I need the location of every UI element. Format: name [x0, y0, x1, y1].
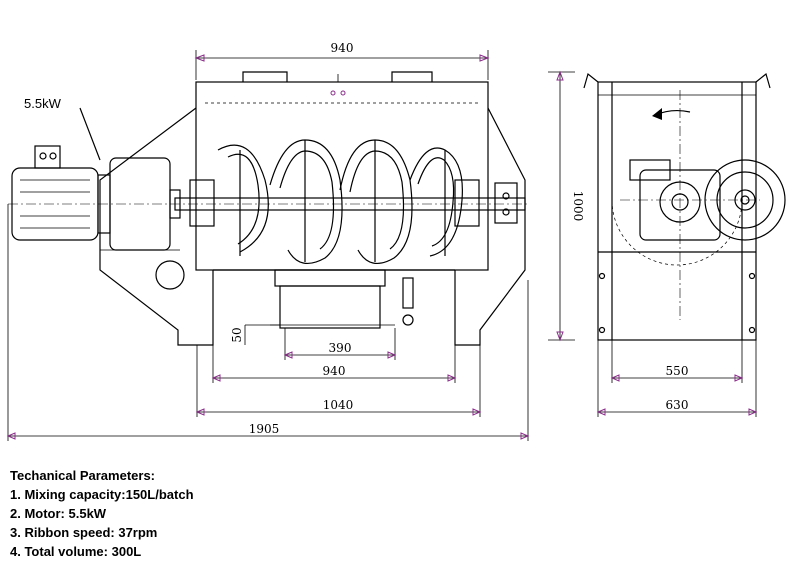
parameter-item: 2. Motor: 5.5kW — [10, 506, 107, 521]
shaft-flange — [659, 181, 701, 223]
ribbon-agitator — [217, 139, 463, 265]
inspection-lids — [242, 71, 433, 82]
parameters-heading: Techanical Parameters: — [10, 468, 155, 483]
motor — [11, 145, 181, 251]
arrowhead — [652, 108, 662, 120]
agitator-shaft — [174, 197, 526, 211]
dimension-lines — [6, 50, 758, 441]
terminal-box — [34, 145, 61, 169]
side-view — [583, 72, 786, 341]
dim-outlet-height: 50 — [230, 327, 244, 342]
parameter-item: 3. Ribbon speed: 37rpm — [10, 525, 158, 540]
parameter-item: 1. Mixing capacity:150L/batch — [10, 487, 194, 502]
dim-frame-width: 1040 — [323, 398, 354, 412]
side-body — [597, 81, 757, 341]
motor-label-leader — [79, 107, 101, 161]
discharge-outlet — [270, 269, 414, 329]
front-view: 5.5kW — [8, 71, 530, 346]
technical-parameters: Techanical Parameters: 1. Mixing capacit… — [10, 466, 194, 561]
motor-end-view — [704, 159, 786, 241]
parameter-item: 4. Total volume: 300L — [10, 544, 142, 559]
valve-handle — [402, 314, 414, 326]
trough-arc — [611, 199, 743, 266]
motor-power-label: 5.5kW — [24, 96, 62, 111]
dim-side-outer-width: 630 — [666, 398, 689, 412]
dim-bottom-width: 940 — [323, 364, 346, 378]
frame-hole — [155, 260, 185, 290]
dim-top-width: 940 — [331, 41, 354, 55]
lid-hinges — [583, 72, 771, 89]
dim-height: 1000 — [571, 191, 585, 222]
dim-overall-length: 1905 — [249, 422, 280, 436]
dim-side-inner-width: 550 — [666, 364, 689, 378]
dim-outlet-width: 390 — [329, 341, 352, 355]
